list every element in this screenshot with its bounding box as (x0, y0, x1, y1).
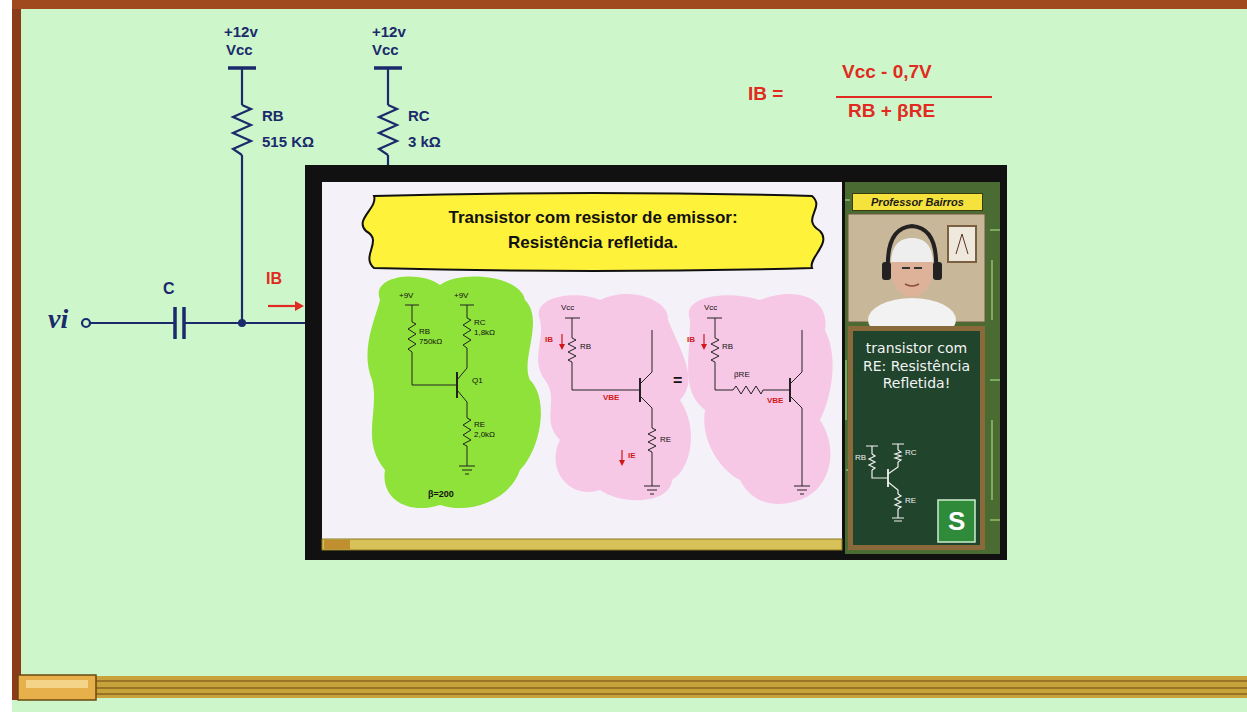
slide-bar (322, 539, 842, 550)
side-panel (845, 182, 1000, 554)
circuit-label: Vcc (226, 42, 253, 59)
node-text: Professor Bairros (871, 196, 964, 208)
board-frame (12, 0, 21, 700)
page-margin (0, 0, 12, 712)
chalk-label: RB (855, 454, 866, 463)
slide-label: RC (474, 319, 486, 328)
slide-circuit (405, 305, 475, 474)
current-arrowhead (295, 301, 304, 311)
current-arrow (268, 305, 297, 307)
chalk-circuit (866, 444, 904, 521)
slide-label: Vcc (704, 304, 717, 313)
slide-current-label: IB (687, 336, 695, 345)
title-banner: Transistor com resistor de emissor: Resi… (356, 190, 830, 272)
inset-frame (305, 165, 1007, 560)
slide-label: βRE (734, 371, 750, 380)
wall-picture (948, 226, 976, 262)
chalkboard (853, 331, 980, 545)
presenter-hair (891, 238, 933, 262)
fraction-bar (836, 96, 992, 98)
slide-label: RE (660, 436, 671, 445)
slide-label: Vcc (561, 304, 574, 313)
node-text: transistor com RE: Resistência Refletida… (862, 340, 972, 393)
current-arrowhead (701, 344, 707, 350)
circuit-label: RC (408, 108, 430, 125)
eraser-top (26, 680, 88, 688)
headphone-cup (933, 262, 942, 280)
slide-label: Q1 (472, 377, 483, 386)
slide-current-label: VBE (603, 394, 619, 403)
slide-label: RE (474, 421, 485, 430)
headphone-cup (882, 262, 891, 280)
slide-label: +9V (454, 292, 468, 301)
slide-label: 2,0kΩ (474, 431, 495, 440)
chalk-label: RE (905, 497, 916, 506)
slide-label: +9V (399, 292, 413, 301)
circuit-label: RB (262, 108, 284, 125)
current-label: IB (266, 270, 282, 288)
formula-text: Vcc - 0,7V (842, 62, 932, 83)
wall-picture-figure (956, 234, 968, 254)
slide-circuit (565, 318, 660, 494)
slide-label: RB (580, 343, 591, 352)
slide-label: RB (722, 343, 733, 352)
equals-sign: = (673, 372, 682, 390)
slide-bar-icon (324, 540, 350, 549)
circuit-label: 515 KΩ (262, 134, 314, 151)
slide-label: RB (419, 328, 430, 337)
slide-label: 1,8kΩ (474, 329, 495, 338)
presenter-tag: Professor Bairros (852, 193, 983, 211)
circuit-label: 3 kΩ (408, 134, 441, 151)
pink-blob (538, 294, 691, 500)
pink-blob (688, 294, 833, 504)
slide-circuit (707, 318, 810, 494)
headphones (888, 226, 936, 270)
slide-current-label: IB (545, 336, 553, 345)
chalk-label: RC (905, 449, 917, 458)
circuit-label: Vcc (372, 42, 399, 59)
chalkboard-note: transistor com RE: Resistência Refletida… (853, 334, 980, 434)
slide-current-label: VBE (767, 397, 783, 406)
logo-letter: S (948, 507, 965, 536)
presenter-mouth (905, 284, 919, 286)
green-blob (367, 277, 540, 509)
capacitor-label: C (163, 280, 175, 298)
eraser (18, 675, 96, 700)
board-frame (12, 0, 1247, 9)
chalk-tray-grain (20, 681, 1247, 694)
node-text: Transistor com resistor de emissor: Resi… (413, 206, 773, 255)
scroll-shape (356, 190, 830, 272)
formula-text: IB = (748, 84, 783, 105)
scroll-outline (363, 193, 824, 271)
chalkboard-frame (848, 326, 985, 550)
slide-current-label: IE (628, 452, 636, 461)
circuit-label: +12v (372, 24, 406, 41)
slide-area (322, 182, 842, 544)
logo-square (938, 500, 975, 542)
presenter-eyes (902, 267, 922, 269)
junction-dot (238, 319, 246, 327)
current-arrow (562, 334, 622, 462)
signal-label: vi (48, 304, 68, 335)
slide-label: 750kΩ (419, 338, 442, 347)
chalk-tray (20, 676, 1247, 698)
formula-text: RB + βRE (848, 101, 935, 122)
current-arrowhead (559, 344, 625, 466)
slide-label: β=200 (428, 490, 454, 500)
circuit-label: +12v (224, 24, 258, 41)
